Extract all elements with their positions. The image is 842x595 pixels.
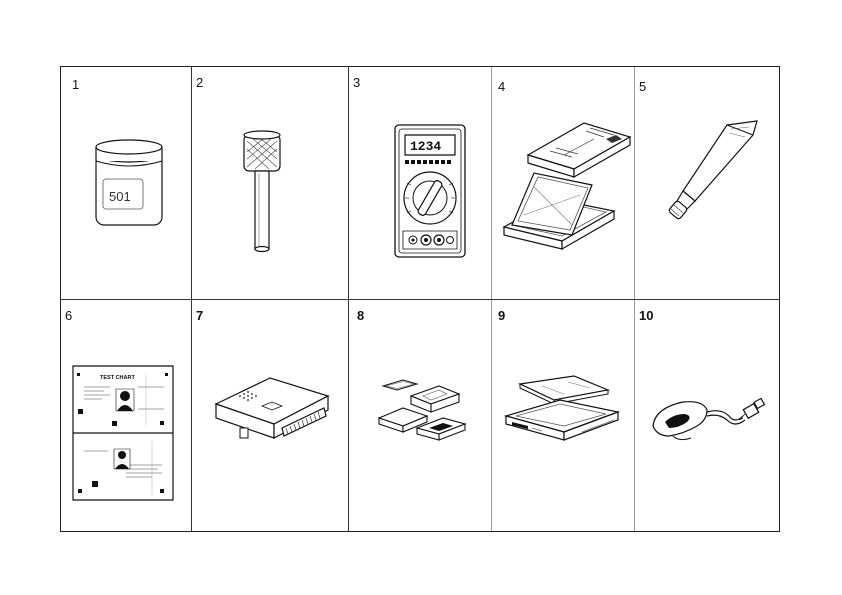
cell-6: 6 TEST CHART [61,300,191,531]
item-number: 6 [65,308,73,323]
cell-2: 2 [192,67,348,299]
usb-reader-icon [649,386,769,446]
cell-8: 8 [349,300,491,531]
connector-adapter-icon [210,372,332,452]
item-number: 10 [639,308,654,323]
scanner-icon [502,374,626,454]
tube-icon [665,117,765,227]
cell-4: 4 [492,67,634,299]
jar-label: 501 [109,189,131,204]
item-number: 5 [639,79,647,94]
divider [191,299,192,531]
divider [191,67,192,299]
cell-1: 1 501 [61,67,191,299]
divider [61,299,779,300]
card-set-icon [377,378,469,444]
meter-display: 1234 [410,139,441,154]
item-number: 8 [357,308,365,323]
item-number: 9 [498,308,506,323]
item-number: 7 [196,308,204,323]
card-and-tray-icon [494,115,634,265]
cell-9: 9 [492,300,634,531]
test-chart-icon: TEST CHART [72,365,174,501]
chart-title: TEST CHART [100,375,135,381]
cell-3: 3 1234 [349,67,491,299]
item-number: 4 [498,79,506,94]
knurled-pin-icon [238,127,288,257]
item-number: 2 [196,75,204,90]
cell-10: 10 [635,300,779,531]
item-number: 1 [72,77,80,92]
cell-7: 7 [192,300,348,531]
multimeter-icon: 1234 [393,123,467,259]
parts-grid: 1 501 2 [60,66,780,532]
item-number: 3 [353,75,361,90]
cell-5: 5 [635,67,779,299]
jar-icon: 501 [93,137,167,229]
